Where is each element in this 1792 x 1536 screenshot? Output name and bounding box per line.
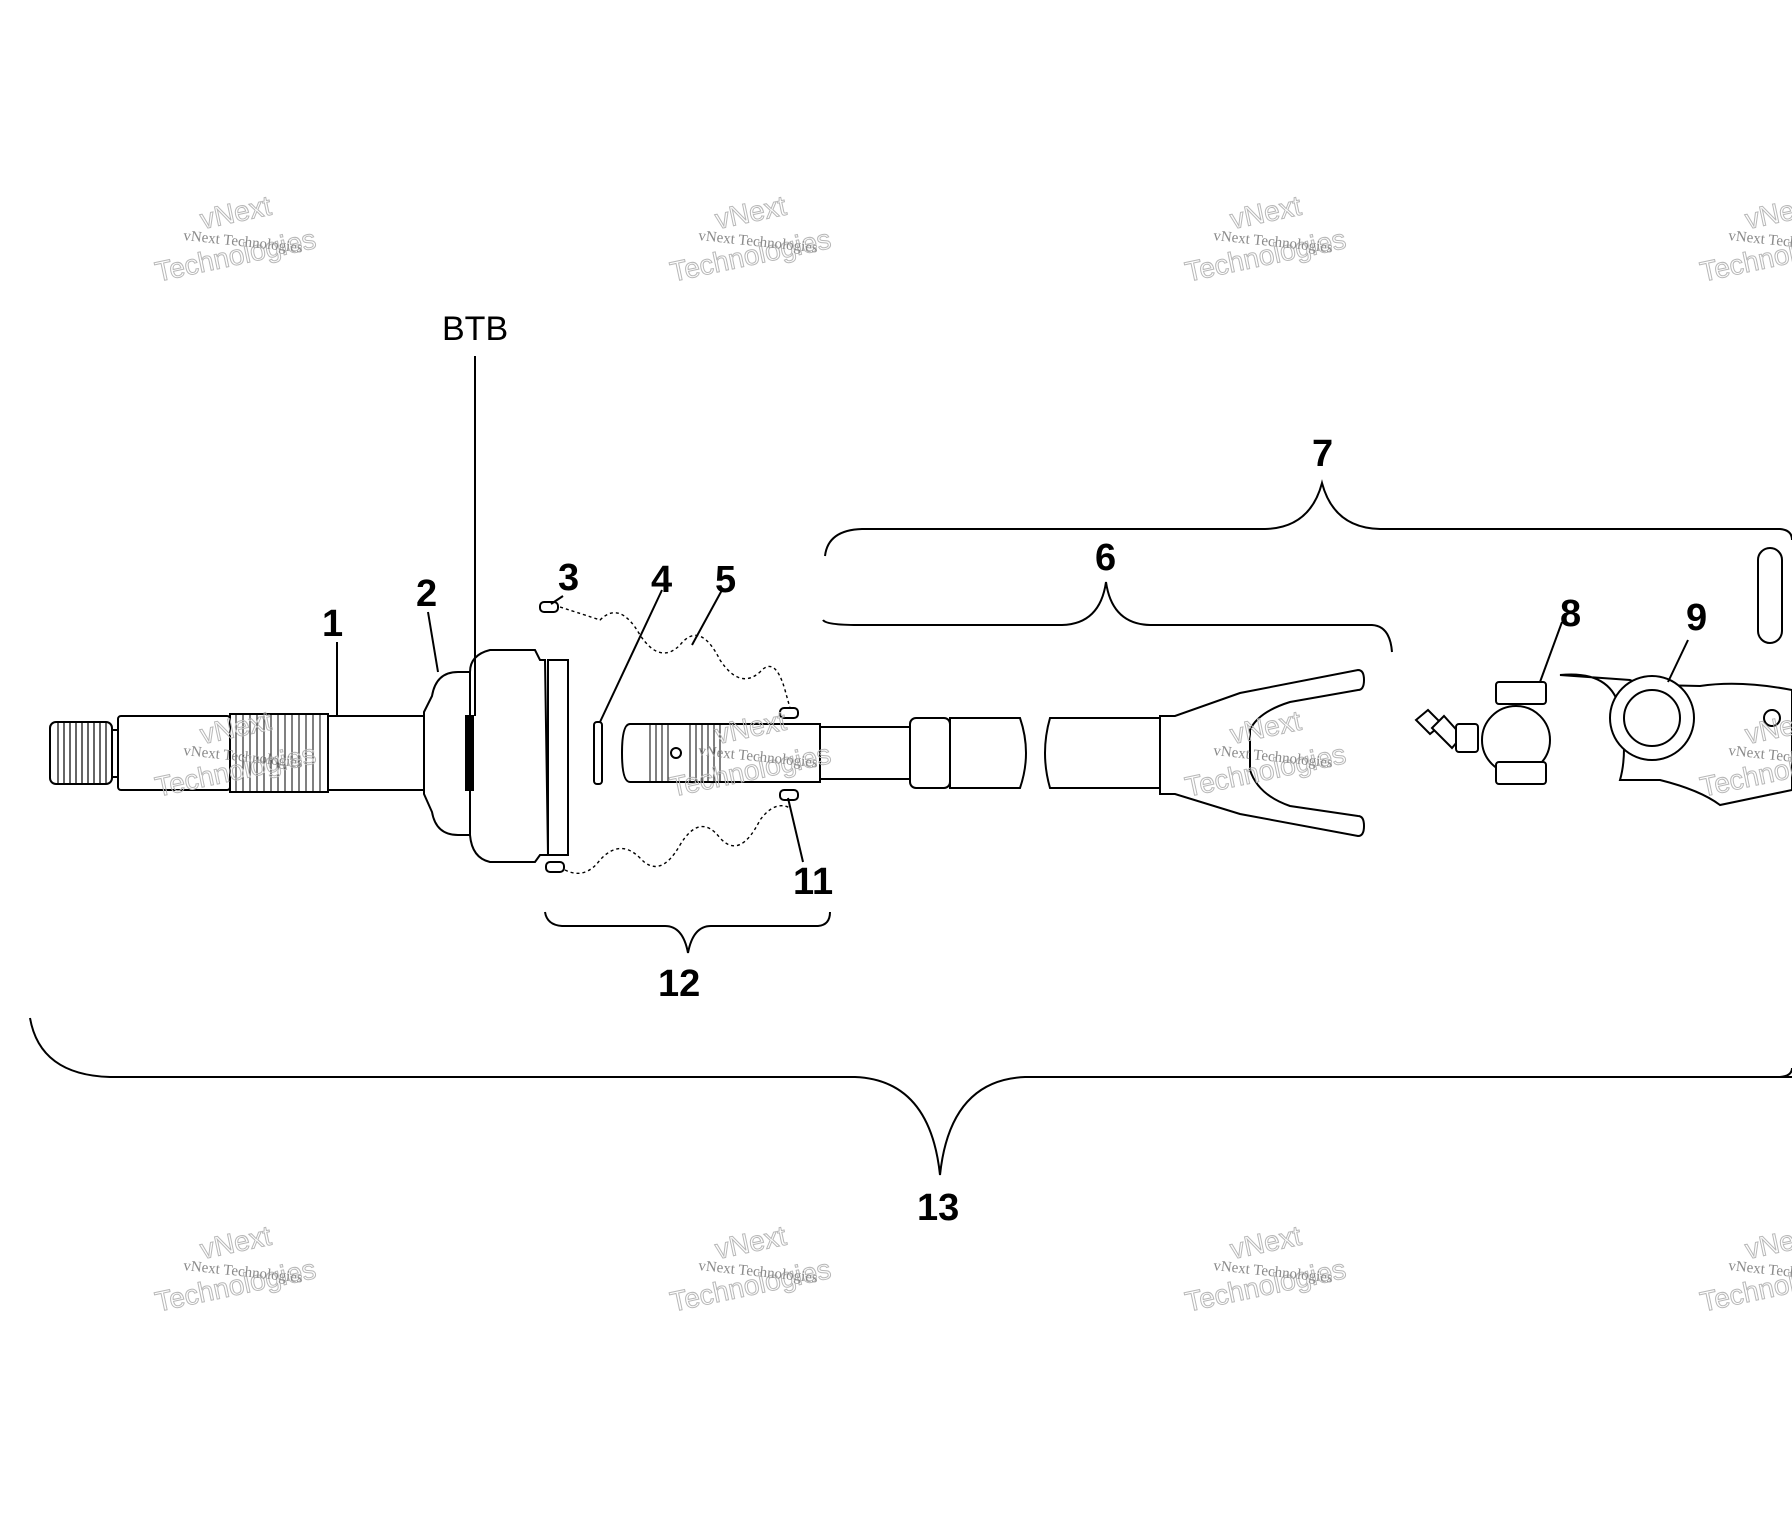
- brace-6: [822, 581, 1393, 653]
- part-2-cv-housing: [423, 649, 569, 863]
- callout-9: 9: [1686, 597, 1707, 639]
- leader-11: [787, 797, 804, 863]
- part-11-boot-clamp: [779, 707, 799, 801]
- brace-7: [824, 479, 1792, 557]
- callout-4: 4: [651, 559, 672, 601]
- svg-text:vNext: vNext: [1742, 190, 1792, 235]
- svg-text:vNext: vNext: [712, 1220, 789, 1265]
- part-8-u-joint-cross: [1414, 681, 1551, 785]
- brace-13-right-end: [1779, 1067, 1792, 1078]
- part-9-yoke-arm: [1559, 547, 1792, 807]
- part-3-boot-clamp: [539, 601, 565, 873]
- callout-1: 1: [322, 603, 343, 645]
- callout-13: 13: [917, 1187, 959, 1229]
- part-5-cv-boot-lower: [564, 805, 791, 874]
- svg-text:vNext: vNext: [197, 190, 274, 235]
- svg-text:vNext: vNext: [197, 1220, 274, 1265]
- leader-5: [691, 589, 723, 646]
- brace-13: [29, 1017, 1792, 1176]
- leader-4: [599, 589, 663, 723]
- part-6-driveshaft-yoke: [620, 668, 1366, 838]
- leader-9: [1667, 639, 1689, 683]
- callout-7: 7: [1312, 433, 1333, 475]
- leader-8: [1539, 621, 1563, 683]
- part-4-circlip: [593, 721, 603, 785]
- callout-btb: BTB: [442, 310, 508, 348]
- callout-2: 2: [416, 573, 437, 615]
- callout-8: 8: [1560, 593, 1581, 635]
- svg-text:vNext: vNext: [1227, 1220, 1304, 1265]
- brace-12: [544, 911, 831, 954]
- leader-3: [550, 595, 564, 605]
- part-5-cv-boot: [559, 606, 791, 709]
- callout-12: 12: [658, 963, 700, 1005]
- callout-11: 11: [793, 861, 833, 903]
- svg-text:vNext: vNext: [712, 190, 789, 235]
- callout-3: 3: [558, 557, 579, 599]
- svg-text:vNext: vNext: [1742, 1220, 1792, 1265]
- callout-6: 6: [1095, 537, 1116, 579]
- svg-text:vNext: vNext: [1227, 190, 1304, 235]
- callout-5: 5: [715, 559, 736, 601]
- leader-2: [427, 611, 439, 673]
